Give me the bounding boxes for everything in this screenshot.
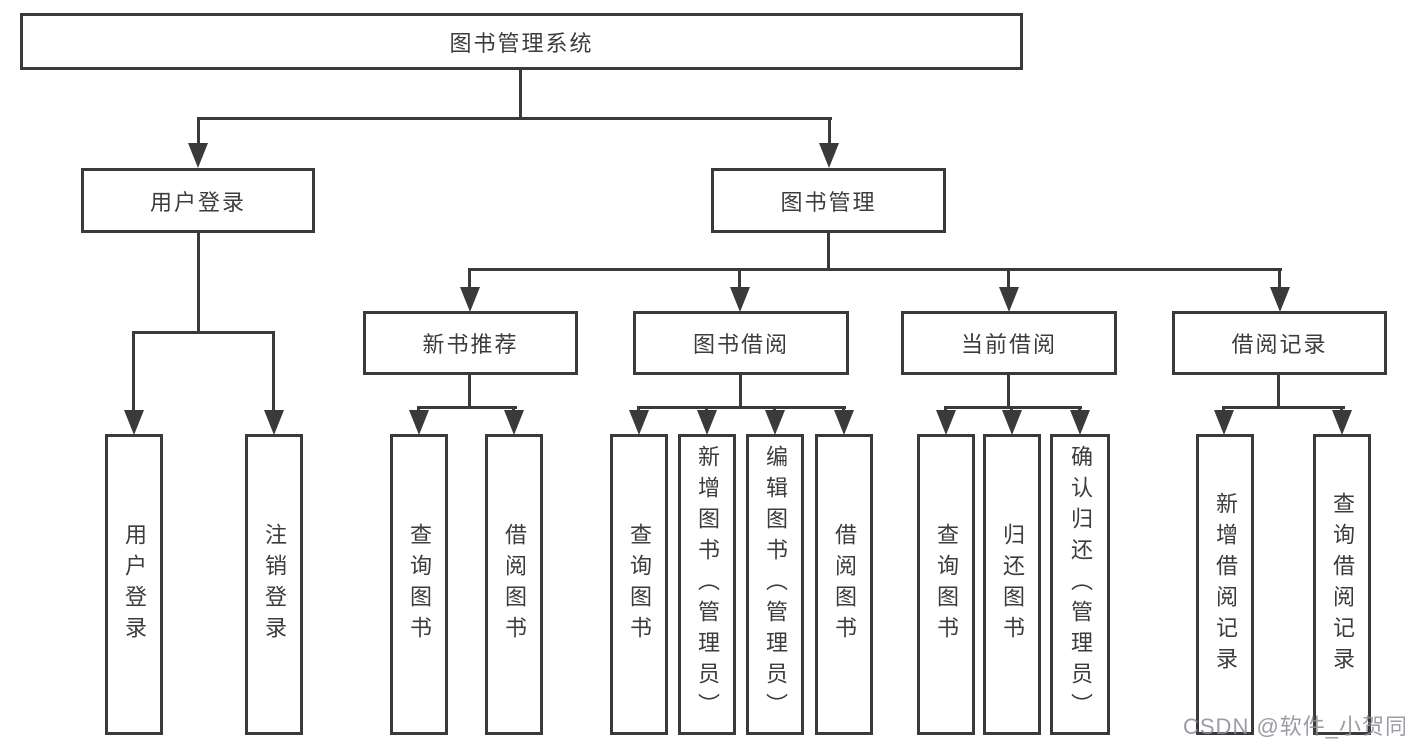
- node-book-borrow: 图书借阅: [633, 311, 849, 375]
- node-label: 新增借阅记录: [1213, 491, 1238, 678]
- connector-borrow-trunk: [739, 375, 742, 408]
- node-current-borrow: 当前借阅: [901, 311, 1117, 375]
- arrowhead-current-borrow: [999, 287, 1019, 312]
- arrowhead-recommend-borrow-books: [504, 410, 524, 435]
- node-borrow-borrow-books: 借阅图书: [815, 434, 873, 735]
- arrowhead-new-book-recommend: [460, 287, 480, 312]
- connector-book-management-bar: [468, 268, 1282, 271]
- connector-user-login-trunk: [197, 233, 200, 334]
- arrowhead-query-borrow-record: [1332, 410, 1352, 435]
- node-add-books-admin: 新增图书（管理员）: [678, 434, 736, 735]
- node-borrow-records: 借阅记录: [1172, 311, 1387, 375]
- arrowhead-current-query-books: [936, 410, 956, 435]
- node-label: 查询图书: [934, 522, 959, 647]
- connector-root-trunk: [519, 70, 522, 118]
- connector-root-bar: [197, 117, 832, 120]
- connector-recommend-bar: [417, 406, 517, 409]
- node-borrow-query-books: 查询图书: [610, 434, 668, 735]
- node-new-book-recommend: 新书推荐: [363, 311, 578, 375]
- node-label: 查询图书: [407, 522, 432, 647]
- connector-stem: [1007, 268, 1010, 290]
- connector-records-trunk: [1277, 375, 1280, 408]
- node-label: 当前借阅: [960, 332, 1057, 357]
- connector-stem: [272, 331, 275, 413]
- connector-records-bar: [1222, 406, 1345, 409]
- connector-stem: [468, 268, 471, 290]
- arrowhead-logout-action: [264, 410, 284, 435]
- node-return-books: 归还图书: [983, 434, 1041, 735]
- arrowhead-book-management: [819, 143, 839, 168]
- node-logout-action: 注销登录: [245, 434, 303, 735]
- arrowhead-add-books-admin: [697, 410, 717, 435]
- arrowhead-user-login-action: [124, 410, 144, 435]
- connector-stem: [197, 117, 200, 147]
- arrowhead-recommend-query-books: [409, 410, 429, 435]
- node-label: 借阅图书: [832, 522, 857, 647]
- node-label: 归还图书: [1000, 522, 1025, 647]
- node-label: 借阅图书: [502, 522, 527, 647]
- arrowhead-edit-books-admin: [765, 410, 785, 435]
- node-current-query-books: 查询图书: [917, 434, 975, 735]
- arrowhead-user-login: [188, 143, 208, 168]
- node-label: 图书管理: [780, 189, 877, 215]
- node-label: 编辑图书（管理员）: [763, 445, 788, 724]
- connector-current-trunk: [1007, 375, 1010, 408]
- node-label: 新增图书（管理员）: [695, 445, 720, 724]
- arrowhead-borrow-borrow-books: [834, 410, 854, 435]
- connector-borrow-bar: [637, 406, 846, 409]
- arrowhead-confirm-return-admin: [1070, 410, 1090, 435]
- csdn-watermark: CSDN @软件_小贺同学: [1183, 714, 1405, 739]
- node-edit-books-admin: 编辑图书（管理员）: [746, 434, 804, 735]
- node-confirm-return-admin: 确认归还（管理员）: [1050, 434, 1110, 735]
- node-label: 图书借阅: [692, 332, 789, 357]
- node-label: 注销登录: [262, 522, 287, 647]
- connector-current-bar: [944, 406, 1082, 409]
- connector-book-management-trunk: [827, 233, 830, 269]
- connector-stem: [1278, 268, 1281, 290]
- node-user-login: 用户登录: [81, 168, 315, 233]
- node-book-management: 图书管理: [711, 168, 946, 233]
- node-label: 图书管理系统: [449, 30, 594, 56]
- node-label: 用户登录: [149, 189, 246, 215]
- connector-stem: [738, 268, 741, 290]
- node-recommend-query-books: 查询图书: [390, 434, 448, 735]
- node-library-management-system: 图书管理系统: [20, 13, 1023, 70]
- connector-recommend-trunk: [468, 375, 471, 409]
- node-query-borrow-record: 查询借阅记录: [1313, 434, 1371, 735]
- node-add-borrow-record: 新增借阅记录: [1196, 434, 1254, 735]
- node-label: 确认归还（管理员）: [1068, 445, 1093, 724]
- node-label: 新书推荐: [422, 332, 519, 357]
- arrowhead-borrow-query-books: [629, 410, 649, 435]
- arrowhead-book-borrow: [730, 287, 750, 312]
- connector-user-login-bar: [132, 331, 275, 334]
- node-label: 查询借阅记录: [1330, 491, 1355, 678]
- node-label: 借阅记录: [1231, 332, 1328, 357]
- connector-stem: [132, 331, 135, 413]
- node-label: 查询图书: [627, 522, 652, 647]
- node-user-login-action: 用户登录: [105, 434, 163, 735]
- node-recommend-borrow-books: 借阅图书: [485, 434, 543, 735]
- arrowhead-add-borrow-record: [1214, 410, 1234, 435]
- arrowhead-borrow-records: [1270, 287, 1290, 312]
- node-label: 用户登录: [122, 522, 147, 647]
- connector-stem: [828, 117, 831, 147]
- arrowhead-return-books: [1002, 410, 1022, 435]
